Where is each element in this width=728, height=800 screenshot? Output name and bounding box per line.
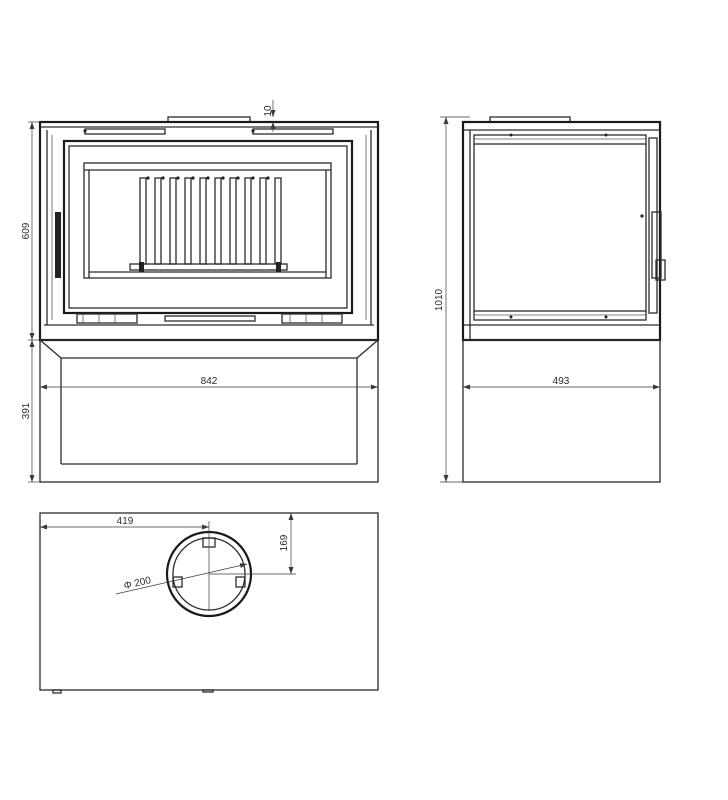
base-stand [39,339,379,483]
dim-depth-label: 493 [553,376,570,387]
dimension-flue-offset-y: 169 [209,513,296,575]
dim-total-height-label: 1010 [434,288,445,311]
dim-flue-collar-label: 10 [263,105,274,117]
dim-flue-offset-y-label: 169 [279,534,290,551]
dimension-base-height: 391 [21,340,40,483]
dim-flue-offset-x-label: 419 [117,516,134,527]
air-vents [44,313,374,326]
firebox [83,162,332,279]
dim-firebox-height-label: 609 [21,222,32,239]
dimension-firebox-height: 609 [21,121,40,341]
dimension-total-height: 1010 [434,116,470,483]
top-view: 419 169 Φ 200 [39,512,379,694]
front-view: 10 609 391 842 [21,100,380,483]
grate-bars [129,176,288,272]
dim-base-height-label: 391 [21,402,32,419]
dimension-width: 842 [40,376,378,390]
dim-flue-diameter-label: Φ 200 [123,575,153,592]
dimension-flue-offset-x: 419 [40,516,210,538]
door-glass [62,139,354,315]
side-view: 1010 493 [434,116,666,483]
dimension-depth: 493 [463,376,660,390]
side-body [461,120,662,342]
dimension-flue-collar: 10 [263,100,276,132]
dim-width-label: 842 [201,376,218,387]
stove-body [38,120,380,342]
